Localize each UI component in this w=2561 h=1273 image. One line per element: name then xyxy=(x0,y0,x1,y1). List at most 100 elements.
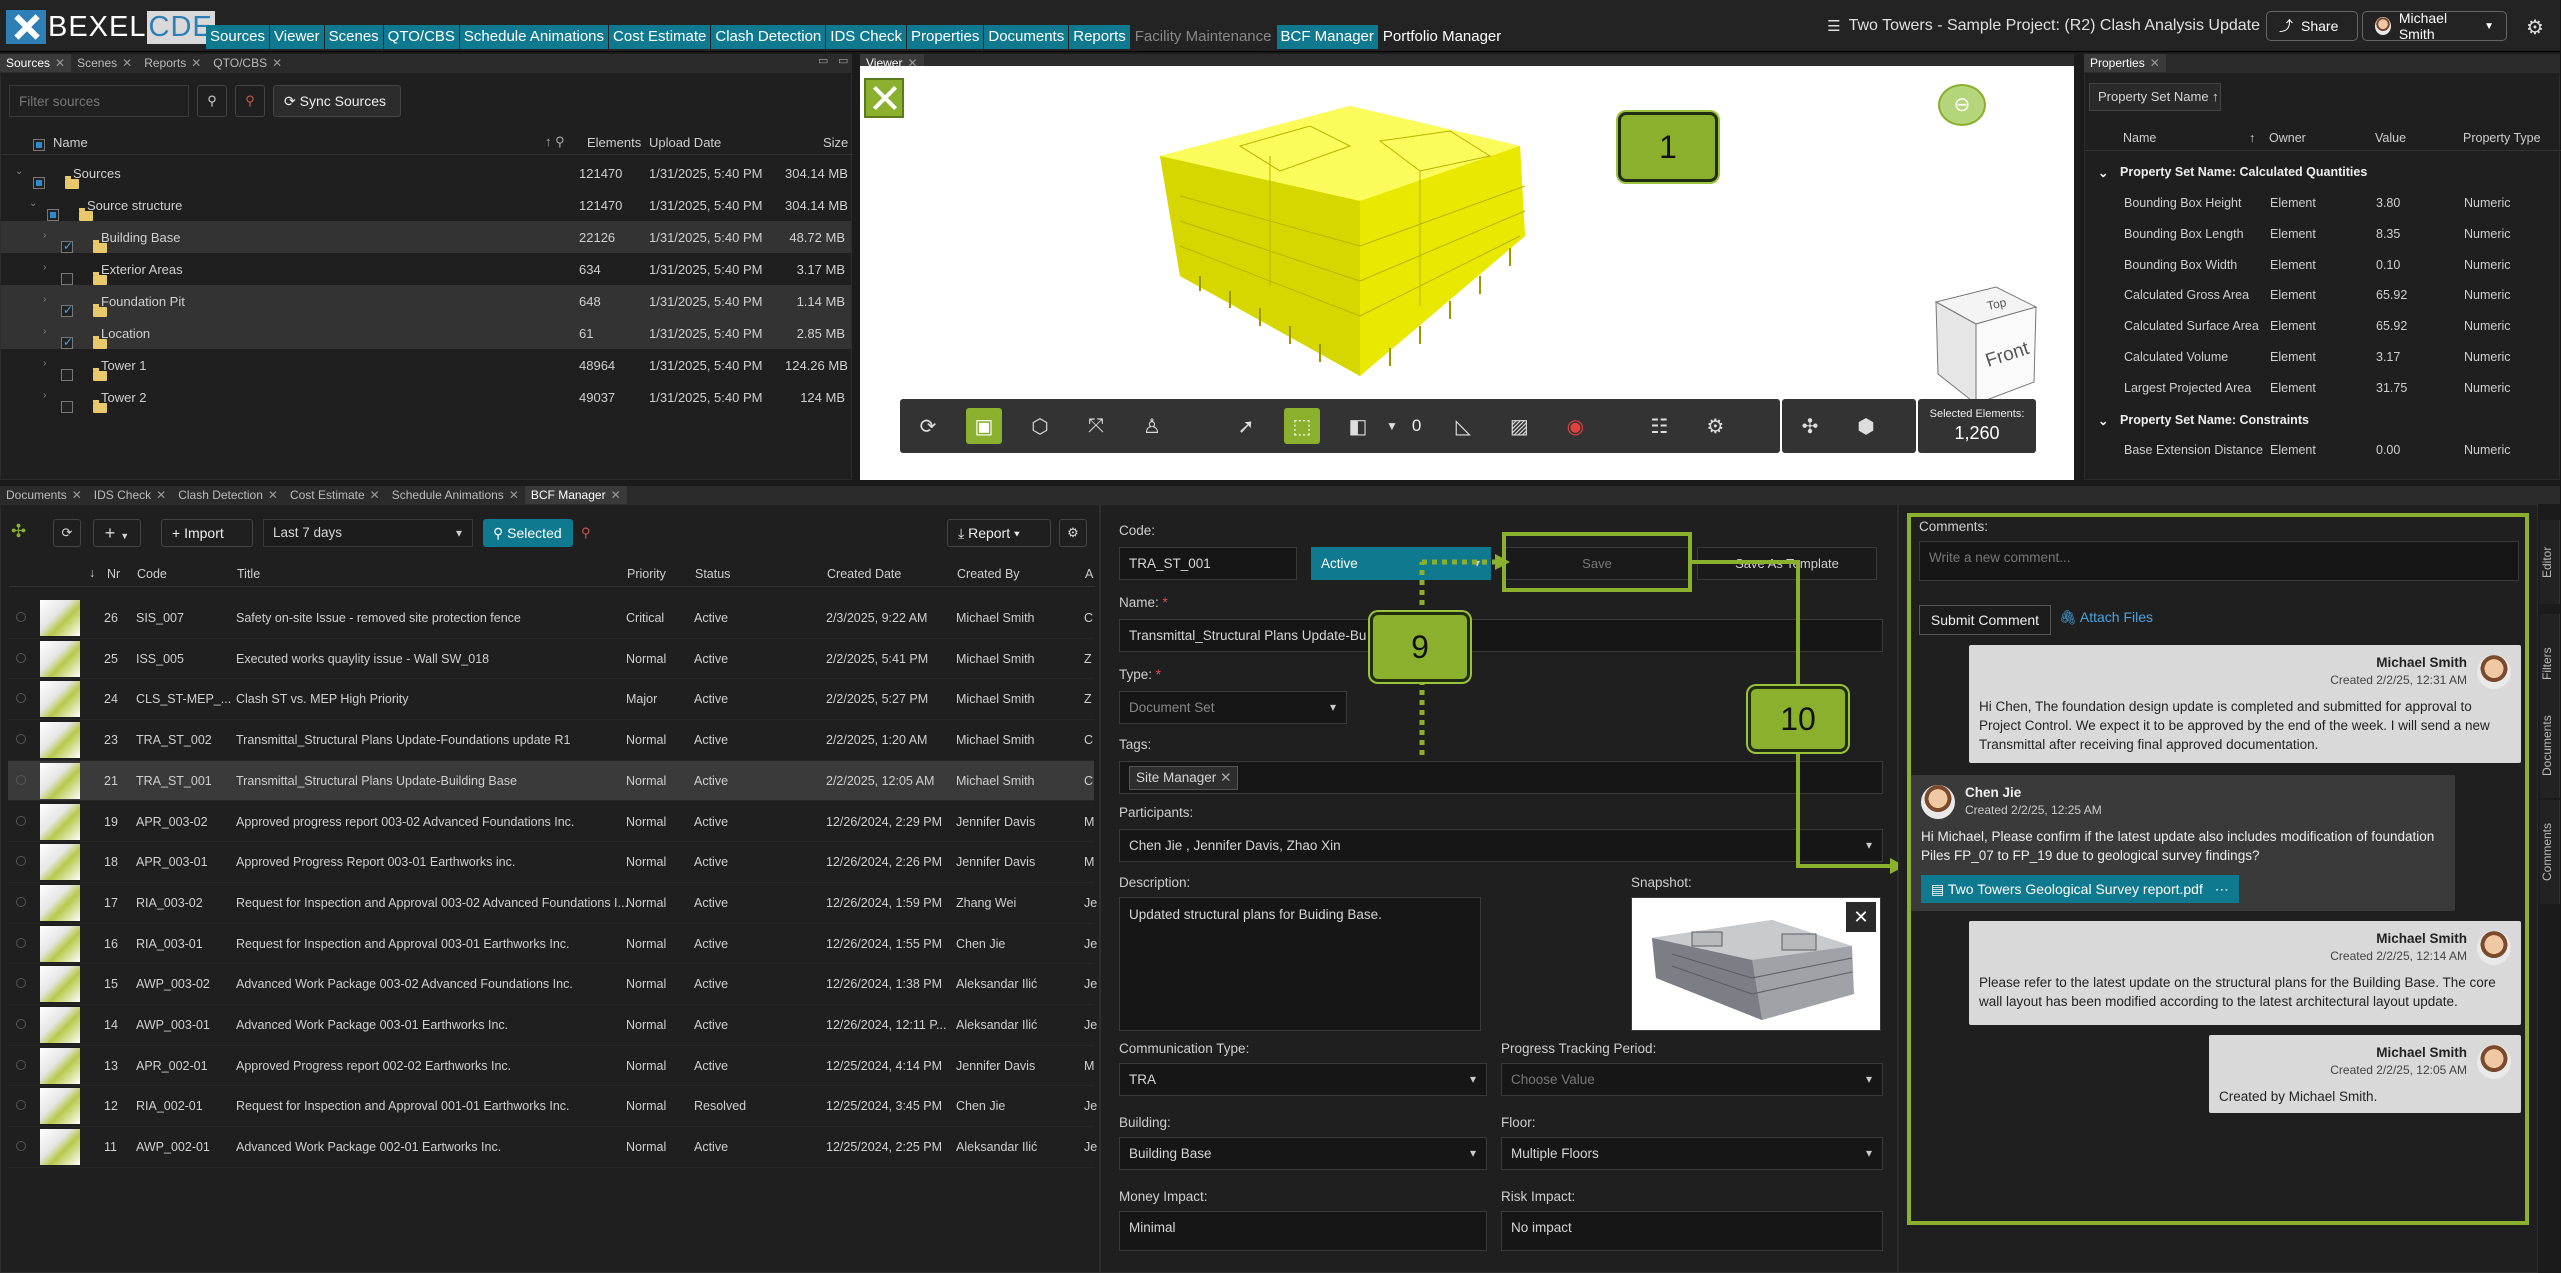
row-checkbox[interactable] xyxy=(47,209,59,221)
close-icon[interactable]: ✕ xyxy=(610,488,621,502)
tab-sources[interactable]: Sources✕ xyxy=(0,54,72,72)
side-tab-comments[interactable]: Comments xyxy=(2540,800,2560,904)
expand-chevron-icon[interactable]: › xyxy=(43,390,47,401)
clear-filter-icon[interactable]: ⚲ xyxy=(581,525,591,540)
property-group-row[interactable]: ⌄Property Set Name: Calculated Quantitie… xyxy=(2086,156,2560,187)
row-radio[interactable] xyxy=(16,978,26,989)
floor-select[interactable]: Multiple Floors xyxy=(1501,1137,1883,1170)
close-icon[interactable]: ✕ xyxy=(156,488,167,502)
row-radio[interactable] xyxy=(16,1019,26,1029)
3d-viewer[interactable]: 1 ⊖ Top Front ⟳ ▣ ⬡ ⤧ ♙ ➚ ⬚ ◧ ▼ 0 ◺ ▨ ◉ … xyxy=(860,66,2074,480)
col-code[interactable]: Code xyxy=(137,567,167,581)
col-status[interactable]: Status xyxy=(695,567,731,581)
share-button[interactable]: ⤴Share xyxy=(2266,11,2358,41)
row-checkbox[interactable] xyxy=(33,177,45,189)
col-created-date[interactable]: Created Date xyxy=(827,567,902,581)
link-icon[interactable]: ⊖ xyxy=(1938,84,1986,126)
close-icon[interactable]: ✕ xyxy=(272,56,283,70)
menu-item-schedule-animations[interactable]: Schedule Animations xyxy=(459,25,609,49)
row-checkbox[interactable] xyxy=(61,401,73,413)
close-icon[interactable]: ✕ xyxy=(71,488,82,502)
cube-icon[interactable]: ⬡ xyxy=(1031,415,1049,438)
visibility-cube-icon[interactable]: ◧ xyxy=(1348,415,1368,438)
status-select[interactable]: Active xyxy=(1311,547,1491,580)
submit-comment-button[interactable]: Submit Comment xyxy=(1919,605,2051,635)
sort-filter-icon[interactable]: ↑ ⚲ xyxy=(545,134,565,149)
walk-icon[interactable]: ♙ xyxy=(1143,415,1161,438)
new-comment-input[interactable]: Write a new comment... xyxy=(1919,541,2519,581)
close-icon[interactable]: ✕ xyxy=(2149,56,2160,70)
col-upload-date[interactable]: Upload Date xyxy=(649,135,722,150)
save-button[interactable]: Save xyxy=(1505,547,1689,580)
isolate-icon[interactable]: ⬢ xyxy=(1857,415,1875,438)
row-radio[interactable] xyxy=(16,815,26,826)
row-radio[interactable] xyxy=(16,734,26,745)
settings-icon[interactable]: ⚙ xyxy=(1059,519,1087,547)
col-nr[interactable]: Nr xyxy=(107,567,121,581)
date-range-select[interactable]: Last 7 days xyxy=(263,519,473,547)
menu-item-scenes[interactable]: Scenes xyxy=(324,25,383,49)
row-radio[interactable] xyxy=(16,937,26,948)
col-size[interactable]: Size xyxy=(823,135,849,150)
col-name[interactable]: Name xyxy=(2123,131,2157,145)
explode-icon[interactable]: ✣ xyxy=(1801,415,1819,438)
project-title[interactable]: ☰ Two Towers - Sample Project: (R2) Clas… xyxy=(1827,17,2260,35)
refresh-icon[interactable]: ⟳ xyxy=(53,519,81,547)
collapse-chevron-icon[interactable]: ⌄ xyxy=(2098,166,2109,180)
clear-filter-icon[interactable]: ⚲ xyxy=(235,85,265,117)
expand-chevron-icon[interactable]: › xyxy=(43,358,47,369)
expand-chevron-icon[interactable]: ⌄ xyxy=(15,166,24,177)
menu-item-properties[interactable]: Properties xyxy=(906,25,984,49)
select-pointer-icon[interactable]: ➚ xyxy=(1237,415,1255,438)
more-icon[interactable]: ⋯ xyxy=(2210,881,2229,897)
menu-item-sources[interactable]: Sources xyxy=(206,25,270,49)
communication-type-select[interactable]: TRA xyxy=(1119,1063,1487,1096)
close-icon[interactable]: ✕ xyxy=(369,488,380,502)
row-radio[interactable] xyxy=(16,652,26,663)
row-radio[interactable] xyxy=(16,774,26,785)
col-value[interactable]: Value xyxy=(2375,131,2407,145)
close-icon[interactable]: ✕ xyxy=(267,488,278,502)
row-checkbox[interactable] xyxy=(61,239,73,253)
maximize-icon[interactable]: ▭ xyxy=(818,55,829,67)
expand-chevron-icon[interactable]: ⌄ xyxy=(29,198,38,209)
row-radio[interactable] xyxy=(16,1059,26,1070)
expand-chevron-icon[interactable]: › xyxy=(43,326,47,337)
row-checkbox[interactable] xyxy=(61,369,73,381)
row-radio[interactable] xyxy=(16,896,26,907)
menu-item-viewer[interactable]: Viewer xyxy=(270,25,324,49)
tab-ids-check[interactable]: IDS Check✕ xyxy=(88,486,172,504)
col-title[interactable]: Title xyxy=(237,567,261,581)
participants-select[interactable]: Chen Jie , Jennifer Davis, Zhao Xin xyxy=(1119,829,1883,862)
row-checkbox[interactable] xyxy=(61,273,73,285)
select-all-checkbox[interactable] xyxy=(33,138,45,151)
attach-files-link[interactable]: 🖇 Attach Files xyxy=(2059,609,2153,626)
menu-item-cost-estimate[interactable]: Cost Estimate xyxy=(609,25,711,49)
type-select[interactable]: Document Set xyxy=(1119,691,1347,724)
row-radio[interactable] xyxy=(16,612,26,622)
gear-icon[interactable]: ⚙ xyxy=(2526,17,2544,39)
side-tab-documents[interactable]: Documents xyxy=(2540,694,2560,798)
menu-item-reports[interactable]: Reports xyxy=(1069,25,1130,49)
sort-down-icon[interactable]: ↓ xyxy=(89,566,96,580)
col-owner[interactable]: Owner xyxy=(2269,131,2306,145)
close-icon[interactable]: ✕ xyxy=(191,56,202,70)
